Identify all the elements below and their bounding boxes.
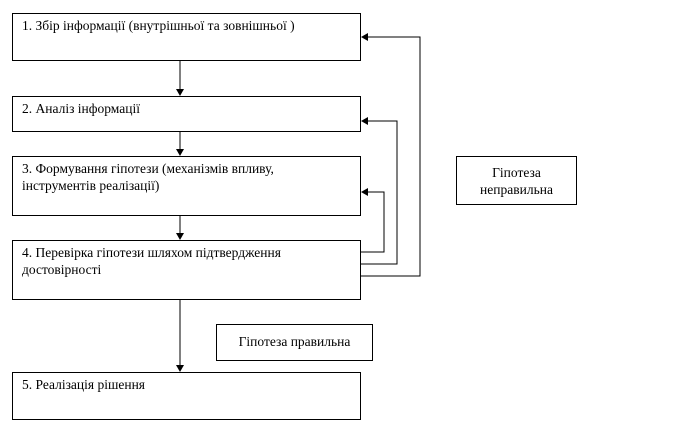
arrow-step2-to-step3 <box>176 132 184 156</box>
feedback-to-step1 <box>360 33 421 277</box>
hypothesis-correct-label: Гіпотеза правильна <box>238 334 351 349</box>
step-1-box: 1. Збір інформації (внутрішньої та зовні… <box>12 13 361 61</box>
hypothesis-incorrect-box: Гіпотеза неправильна <box>456 156 577 205</box>
hypothesis-incorrect-label: Гіпотеза неправильна <box>480 165 553 197</box>
step-5-box: 5. Реалізація рішення <box>12 372 361 420</box>
step-4-box: 4. Перевірка гіпотези шляхом підтверджен… <box>12 240 361 300</box>
step-3-box: 3. Формування гіпотези (механізмів вплив… <box>12 156 361 216</box>
step-2-label: 2. Аналіз інформації <box>22 101 140 116</box>
step-1-label: 1. Збір інформації (внутрішньої та зовні… <box>22 18 295 33</box>
step-5-label: 5. Реалізація рішення <box>22 377 146 392</box>
feedback-to-step2 <box>360 117 398 265</box>
hypothesis-correct-box: Гіпотеза правильна <box>216 324 373 361</box>
arrow-step3-to-step4 <box>176 216 184 240</box>
step-4-label: 4. Перевірка гіпотези шляхом підтверджен… <box>22 245 281 277</box>
step-2-box: 2. Аналіз інформації <box>12 96 361 132</box>
arrow-step1-to-step2 <box>176 61 184 96</box>
arrow-step4-to-step5 <box>176 300 184 372</box>
feedback-to-step3 <box>360 188 385 253</box>
step-3-label: 3. Формування гіпотези (механізмів вплив… <box>22 161 274 193</box>
